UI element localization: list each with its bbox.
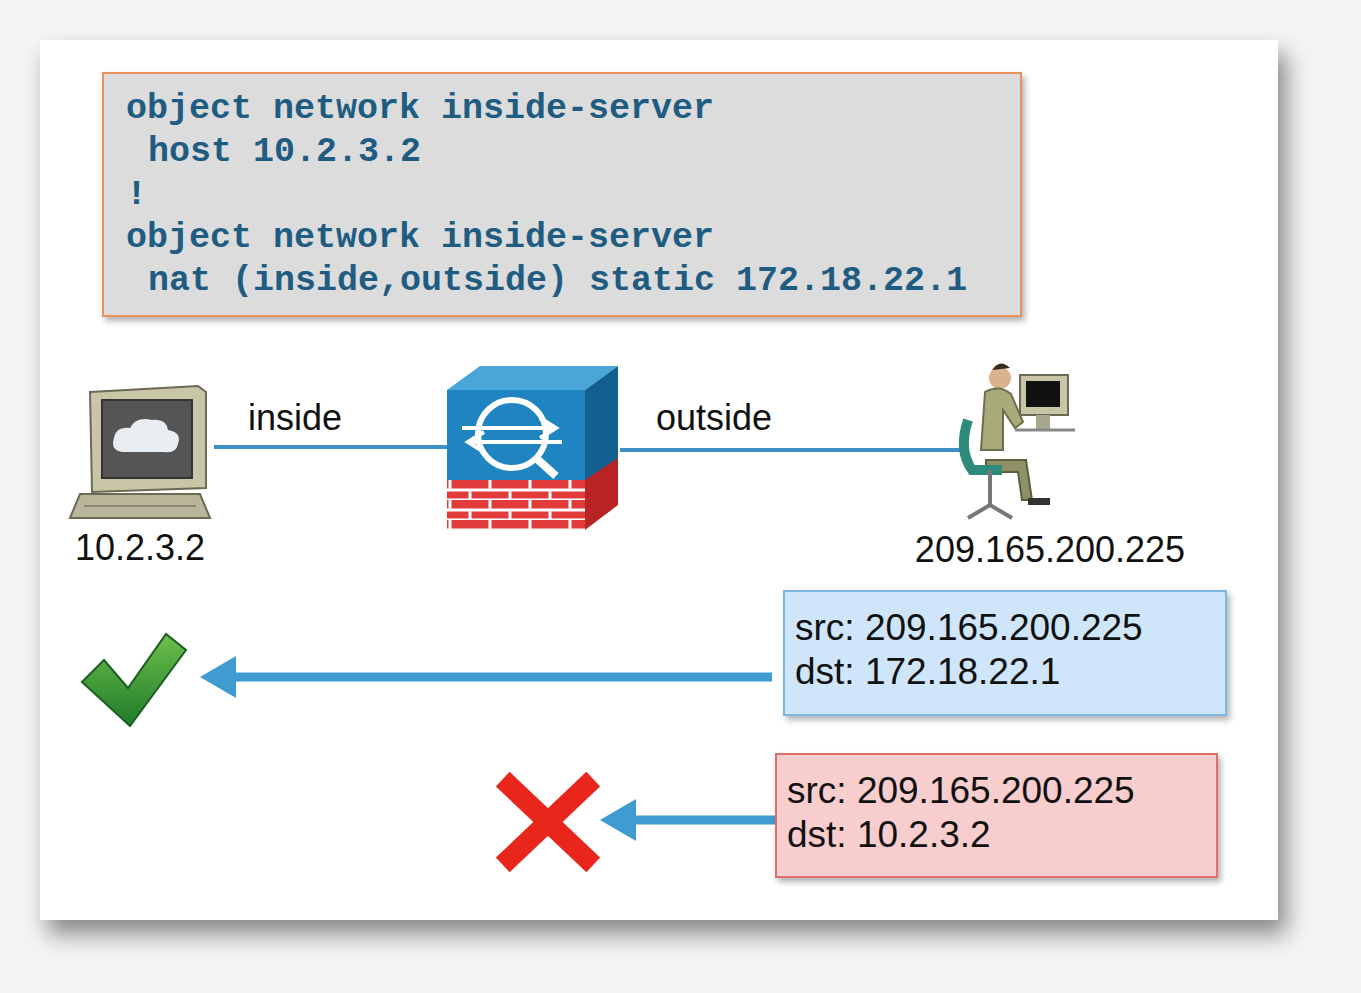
denied-packet-box: src: 209.165.200.225dst: 10.2.3.2 — [775, 753, 1218, 878]
flow-arrow — [200, 656, 775, 841]
outside-user — [964, 363, 1075, 518]
code-line: ! — [126, 174, 996, 217]
packet-field: dst: 172.18.22.1 — [795, 650, 1213, 694]
firewall-appliance — [447, 366, 618, 530]
check-mark — [82, 634, 186, 726]
ip-address: 209.165.200.225 — [915, 530, 1185, 570]
ip-address: 10.2.3.2 — [75, 528, 205, 568]
interface-label: inside — [248, 398, 342, 438]
config-box: object network inside-serverhost 10.2.3.… — [102, 72, 1022, 317]
code-line: host 10.2.3.2 — [126, 131, 996, 174]
cross-mark — [510, 786, 586, 858]
code-line: object network inside-server — [126, 217, 996, 260]
packet-field: src: 209.165.200.225 — [795, 606, 1213, 650]
code-line: nat (inside,outside) static 172.18.22.1 — [126, 260, 996, 303]
packet-field: dst: 10.2.3.2 — [787, 813, 1204, 857]
packet-field: src: 209.165.200.225 — [787, 769, 1204, 813]
code-line: object network inside-server — [126, 88, 996, 131]
server-computer — [70, 386, 210, 518]
allowed-packet-box: src: 209.165.200.225dst: 172.18.22.1 — [783, 590, 1227, 716]
interface-label: outside — [656, 398, 772, 438]
